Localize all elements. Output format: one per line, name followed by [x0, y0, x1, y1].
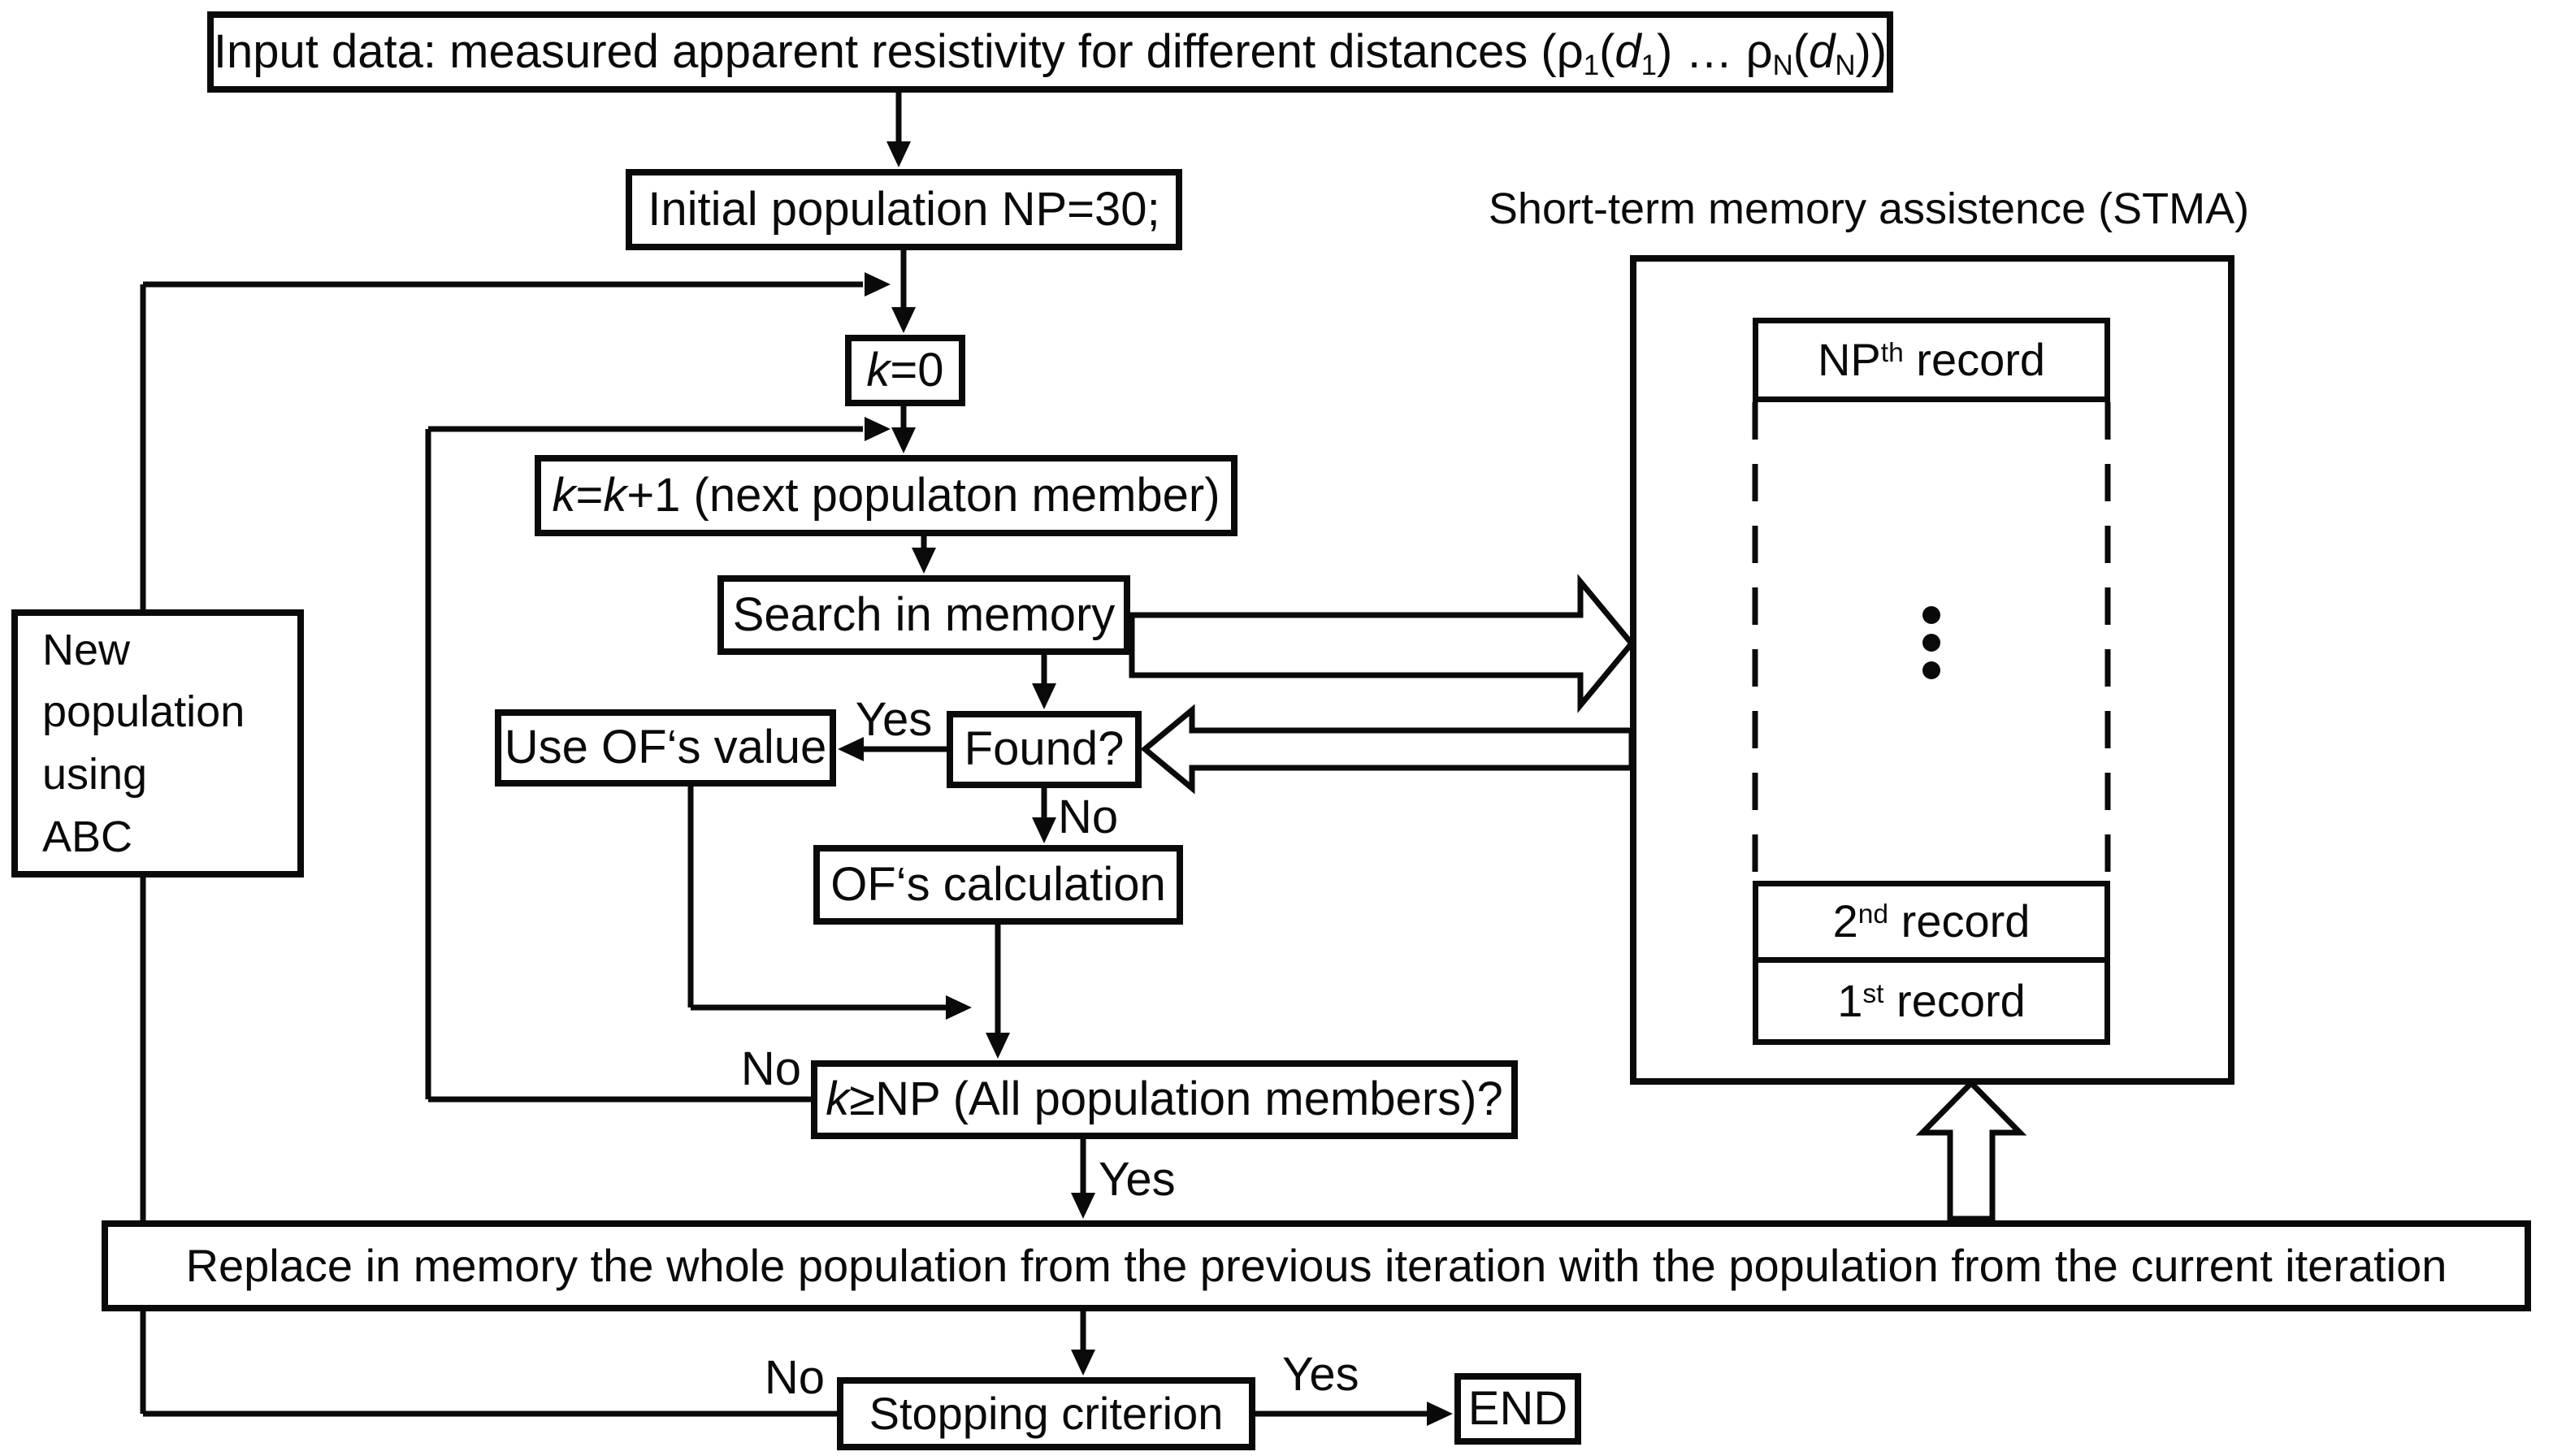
label-stopping-yes: Yes: [1282, 1348, 1359, 1401]
box-knp-decision: k≥NP (All population members)?: [811, 1060, 1518, 1139]
arrowhead-replace-to-stopping: [1071, 1350, 1095, 1376]
arrowhead-knp-no-return: [865, 417, 891, 441]
arrowhead-search-to-found: [1032, 683, 1056, 709]
arrowhead-found-yes: [838, 737, 864, 761]
arrowhead-knp-yes: [1071, 1193, 1095, 1219]
new-population-line: population: [42, 687, 245, 737]
vertical-ellipsis-icon: [1922, 661, 1940, 679]
box-end: END: [1454, 1373, 1581, 1445]
search-in-memory-text: Search in memory: [732, 587, 1116, 641]
box-k-equals-zero: k=0: [845, 335, 965, 406]
hollow-arrow-replace-to-stma: [1915, 1079, 2027, 1222]
vertical-ellipsis-icon: [1922, 634, 1940, 652]
arrowhead-k0-to-kk1: [891, 427, 916, 453]
label-found-no: No: [1058, 791, 1119, 843]
box-use-of-value: Use OF‘s value: [495, 709, 836, 786]
arrowhead-kk1-to-search: [912, 548, 936, 574]
stma-title: Short-term memory assistence (STMA): [1488, 184, 2250, 233]
found-decision-text: Found?: [964, 722, 1125, 776]
stma-outer-box: [1630, 255, 2234, 1085]
arrowhead-useof-junction: [946, 995, 972, 1020]
hollow-arrow-search-to-stma: [1129, 574, 1636, 713]
stopping-criterion-text: Stopping criterion: [869, 1387, 1224, 1439]
use-of-value-text: Use OF‘s value: [504, 721, 827, 774]
box-found-decision: Found?: [947, 711, 1142, 788]
new-population-line: ABC: [42, 812, 133, 861]
of-calculation-text: OF‘s calculation: [830, 857, 1166, 911]
new-population-line: using: [42, 750, 148, 799]
first-record-text: 1st record: [1837, 974, 2026, 1026]
arrowhead-initial-to-k0: [891, 307, 916, 333]
arrowhead-found-no: [1032, 817, 1056, 843]
replace-in-memory-text: Replace in memory the whole population f…: [185, 1239, 2447, 1291]
end-text: END: [1467, 1381, 1568, 1435]
arrowhead-abc-feedback: [865, 272, 891, 297]
box-initial-population: Initial population NP=30;: [626, 169, 1182, 250]
hollow-arrow-stma-to-found: [1140, 704, 1635, 795]
box-np-record: NPth record: [1753, 318, 2110, 402]
box-first-record: 1st record: [1753, 957, 2110, 1045]
initial-population-text: Initial population NP=30;: [648, 182, 1160, 236]
label-stopping-no: No: [764, 1351, 825, 1404]
box-k-increment: k=k+1 (next populaton member): [535, 455, 1237, 536]
box-input-data: Input data: measured apparent resistivit…: [207, 11, 1893, 93]
k-increment-text: k=k+1 (next populaton member): [552, 468, 1220, 522]
arrowhead-input-to-initial: [886, 141, 911, 167]
k-equals-zero-text: k=0: [866, 343, 944, 396]
label-knp-no: No: [740, 1042, 801, 1095]
knp-decision-text: k≥NP (All population members)?: [826, 1072, 1503, 1126]
box-new-population-abc: New population using ABC: [11, 609, 304, 878]
box-stopping-criterion: Stopping criterion: [837, 1377, 1255, 1450]
vertical-ellipsis-icon: [1922, 606, 1940, 624]
np-record-text: NPth record: [1817, 333, 2046, 385]
input-data-text: Input data: measured apparent resistivit…: [213, 24, 1888, 82]
second-record-text: 2nd record: [1832, 895, 2031, 947]
box-search-in-memory: Search in memory: [717, 575, 1130, 655]
label-found-yes: Yes: [855, 693, 933, 746]
arrowhead-ofcalc-to-knp: [986, 1033, 1010, 1059]
label-knp-yes: Yes: [1099, 1153, 1176, 1206]
arrowhead-stopping-yes: [1427, 1402, 1453, 1426]
box-replace-in-memory: Replace in memory the whole population f…: [102, 1220, 2531, 1311]
new-population-line: New: [42, 625, 131, 674]
box-of-calculation: OF‘s calculation: [813, 845, 1183, 925]
box-second-record: 2nd record: [1753, 881, 2110, 963]
